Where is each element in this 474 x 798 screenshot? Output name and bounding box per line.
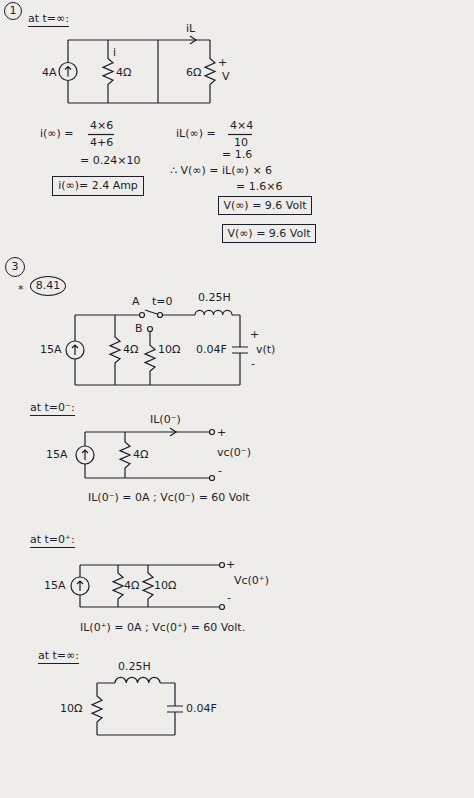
circuit-label: IL(0⁺) = 0A ; Vc(0⁺) = 60 Volt. (80, 621, 245, 635)
source-arrow (65, 67, 71, 77)
circuit-label: 4+6 (90, 136, 113, 150)
current-source-symbol (59, 63, 77, 81)
switch-terminal (140, 313, 145, 318)
circuit-label: iL (186, 22, 195, 36)
result-text: V(∞) = 9.6 Volt (227, 227, 310, 241)
resistor-symbol (103, 40, 113, 103)
circuit-label: 0.25H (118, 660, 151, 674)
circuit-label: 10 (234, 136, 248, 150)
wire (85, 432, 210, 478)
source-arrow (82, 450, 88, 460)
fraction-bar (88, 134, 114, 135)
circuit-label: - (251, 357, 255, 371)
number-text: 8.41 (36, 279, 61, 293)
circuit-label: V (222, 70, 230, 84)
circuit-label: + (218, 56, 227, 70)
circuit-label: i(∞) = (40, 127, 74, 141)
switch-pivot (158, 313, 163, 318)
result-box: V(∞) = 9.6 Volt (218, 196, 312, 215)
resistor-symbol (110, 315, 120, 385)
source-arrow (77, 581, 83, 591)
resistor-symbol (205, 40, 215, 103)
section-heading: at t=0⁺: (30, 533, 75, 548)
resistor-symbol (120, 432, 130, 478)
circuit-label: 10Ω (158, 343, 180, 357)
circuit-label: 4Ω (123, 343, 138, 357)
terminal (210, 430, 215, 435)
circuit-label: A (132, 295, 140, 309)
section-heading: at t=∞: (38, 649, 79, 664)
circuit-label: 4Ω (124, 579, 139, 593)
circuit-label: i (113, 46, 116, 60)
wire (80, 565, 220, 607)
circuit-label: = 1.6 (222, 148, 252, 162)
current-arrow (170, 428, 176, 436)
section-heading: at t=∞: (28, 12, 69, 27)
circuit-label: 10Ω (154, 579, 176, 593)
circuit-label: 0.25H (198, 291, 231, 305)
circuit-label: 15A (44, 579, 66, 593)
circuit-label: 0.04F (186, 702, 217, 716)
circuit-label: 15A (40, 343, 62, 357)
circuit-label: + (226, 558, 235, 572)
circuit-label: v(t) (256, 343, 275, 357)
circuit-label: 0.04F (196, 343, 227, 357)
source-arrow (72, 345, 78, 355)
terminal (210, 476, 215, 481)
switch-terminal (148, 327, 153, 332)
circuit-label: t=0 (152, 295, 173, 309)
current-arrow (190, 36, 196, 44)
result-box: i(∞)= 2.4 Amp (52, 176, 144, 196)
resistor-symbol (145, 332, 155, 386)
inductor-symbol (195, 310, 232, 315)
circuit-label: vc(0⁻) (217, 446, 251, 460)
circuit-label: 6Ω (186, 66, 201, 80)
terminal (220, 605, 225, 610)
circuit-label: 4×6 (90, 119, 113, 133)
circuit-label: + (250, 328, 259, 342)
circled-number: 1 (4, 2, 22, 20)
inductor-symbol (115, 677, 160, 683)
wire (75, 315, 240, 385)
result-box: V(∞) = 9.6 Volt (222, 224, 316, 243)
circuit-label: IL(0⁻) = 0A ; Vc(0⁻) = 60 Volt (88, 491, 250, 505)
circuit-label: ∴ V(∞) = iL(∞) × 6 (170, 164, 272, 178)
circuit-label: + (217, 426, 226, 440)
current-source-symbol (76, 446, 94, 464)
circuit-label: 15A (46, 448, 68, 462)
circuit-label: * (18, 283, 24, 297)
capacitor-symbol (232, 315, 248, 385)
circuit-label: 4A (42, 66, 57, 80)
circuit-label: 4Ω (116, 66, 131, 80)
circuit-label: = 0.24×10 (80, 154, 140, 168)
current-source-symbol (71, 577, 89, 595)
capacitor-symbol (167, 683, 183, 735)
terminal (220, 563, 225, 568)
resistor-symbol (92, 683, 102, 735)
fraction-bar (228, 134, 252, 135)
circuit-label: B (135, 322, 143, 336)
circuit-label: 10Ω (60, 702, 82, 716)
circuit-label: - (227, 591, 231, 605)
circuit-label: Vc(0⁺) (234, 574, 269, 588)
result-text: i(∞)= 2.4 Amp (58, 179, 138, 193)
circled-number: 8.41 (30, 276, 66, 296)
wire (97, 683, 175, 735)
circuit-label: - (218, 464, 222, 478)
circuit-label: 4×4 (230, 119, 253, 133)
resistor-symbol (143, 565, 153, 607)
result-text: V(∞) = 9.6 Volt (223, 199, 306, 213)
circuit-label: IL(0⁻) (150, 413, 181, 427)
wire (68, 40, 210, 103)
current-source-symbol (66, 341, 84, 359)
circuit-label: iL(∞) = (176, 127, 216, 141)
circuit-label: 4Ω (133, 448, 148, 462)
section-heading: at t=0⁻: (30, 401, 75, 416)
circled-number: 3 (5, 257, 25, 277)
resistor-symbol (113, 565, 123, 607)
number-text: 3 (12, 260, 19, 274)
number-text: 1 (10, 4, 17, 18)
circuit-label: = 1.6×6 (236, 180, 282, 194)
